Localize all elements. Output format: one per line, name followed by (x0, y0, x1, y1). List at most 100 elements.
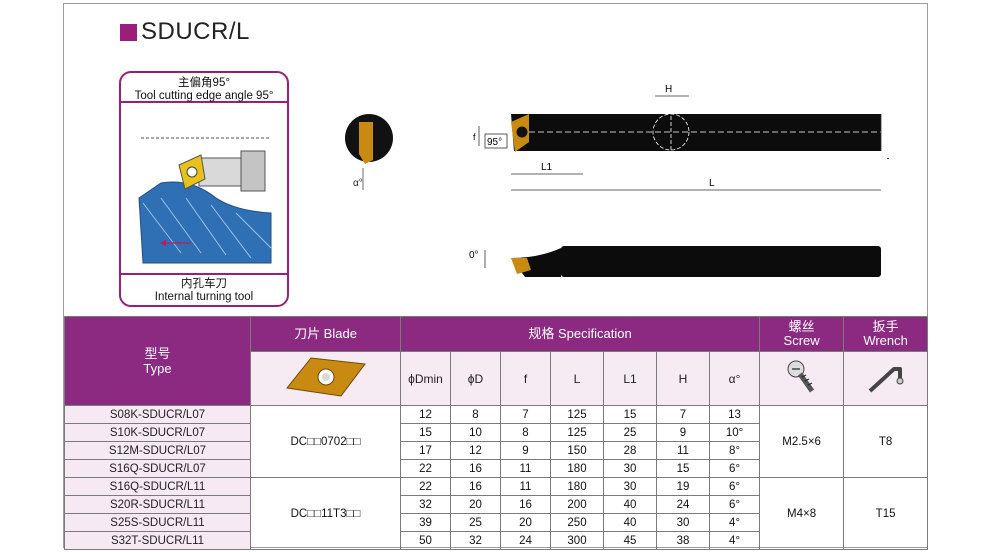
screw-header-en: Screw (783, 333, 820, 348)
f-cell: 11 (500, 477, 551, 496)
l1-cell: 25 (603, 423, 657, 442)
spec-col-dmin: ϕDmin (400, 351, 451, 406)
f-cell: 9 (500, 441, 551, 460)
d-cell: 16 (450, 459, 501, 478)
alpha-cell: 8° (708, 441, 761, 460)
l1-cell: 45 (603, 531, 657, 550)
diamond-insert-icon (285, 357, 366, 397)
tool-type-label-en: Internal turning tool (154, 291, 254, 303)
screw-cell: M2.5×6 (759, 405, 845, 478)
l-cell: 200 (550, 495, 604, 514)
alpha-cell: 4° (708, 513, 761, 532)
screw-icon (787, 360, 814, 393)
table-row: S10K-SDUCR/L07 15 10 8 125 25 9 10° (64, 423, 928, 442)
spec-col-l1: L1 (603, 351, 657, 406)
l1-cell: 15 (603, 405, 657, 424)
d-cell: 20 (450, 495, 501, 514)
blade-insert-image-cell (250, 351, 401, 406)
l-cell: 125 (550, 423, 604, 442)
wrench-image-cell (843, 351, 929, 406)
alpha-cell: 6° (708, 477, 761, 496)
type-header: 型号 Type (64, 316, 251, 406)
type-cell: S10K-SDUCR/L07 (64, 423, 251, 442)
d-cell: 16 (450, 477, 501, 496)
table-row: S08K-SDUCR/L07 DC□□0702□□ 12 8 7 125 15 … (64, 405, 929, 478)
dmin-cell: 39 (400, 513, 451, 532)
specification-table: 型号 Type 刀片 Blade 规格 Specification 螺丝 Scr… (64, 316, 929, 550)
d-cell: 32 (450, 531, 501, 550)
dim-d-label: ϕd (887, 156, 889, 166)
f-cell: 8 (500, 423, 551, 442)
dim-alpha-label: α° (353, 178, 363, 189)
l-cell: 150 (550, 441, 604, 460)
f-cell: 20 (500, 513, 551, 532)
spec-col-f: f (500, 351, 551, 406)
l1-cell: 40 (603, 495, 657, 514)
f-cell: 7 (500, 405, 551, 424)
type-cell: S16Q-SDUCR/L11 (64, 477, 251, 496)
heading-square-marker (120, 23, 137, 41)
type-cell: S12M-SDUCR/L07 (64, 441, 251, 460)
dmin-cell: 22 (400, 477, 451, 496)
table-header-row: 型号 Type 刀片 Blade 规格 Specification 螺丝 Scr… (64, 316, 929, 406)
l1-cell: 30 (603, 477, 657, 496)
h-cell: 24 (656, 495, 710, 514)
dim-angle-95-label: 95° (487, 137, 502, 148)
dim-f-label: f (473, 132, 476, 142)
alpha-cell: 4° (708, 531, 761, 550)
cutting-angle-info-box: 主偏角95° Tool cutting edge angle 95° 内孔车刀 … (119, 71, 289, 307)
l-cell: 180 (550, 477, 604, 496)
l1-cell: 40 (603, 513, 657, 532)
f-cell: 24 (500, 531, 551, 550)
dim-h-label: H (665, 84, 672, 95)
l1-cell: 30 (603, 459, 657, 478)
type-cell: S32T-SDUCR/L11 (64, 531, 251, 550)
h-cell: 11 (656, 441, 710, 460)
spec-col-l: L (550, 351, 604, 406)
catalog-sheet: SDUCR/L 主偏角95° Tool cutting edge angle 9… (63, 3, 929, 550)
spec-col-h: H (656, 351, 710, 406)
l1-cell: 28 (603, 441, 657, 460)
d-cell: 25 (450, 513, 501, 532)
screw-cell: M4×8 (759, 477, 845, 550)
h-cell: 19 (656, 477, 710, 496)
h-cell: 7 (656, 405, 710, 424)
type-cell: S16Q-SDUCR/L07 (64, 459, 251, 478)
cutting-angle-label-en: Tool cutting edge angle 95° (134, 90, 274, 102)
boring-operation-illustration (138, 137, 272, 264)
table-row: S16Q-SDUCR/L11 DC□□11T3□□ 22 16 11 180 3… (64, 477, 929, 550)
h-cell: 38 (656, 531, 710, 550)
wrench-cell: T15 (843, 477, 929, 550)
dmin-cell: 17 (400, 441, 451, 460)
wrench-cell: T8 (843, 405, 929, 478)
type-header-en: Type (143, 361, 172, 376)
alpha-cell: 13 (708, 405, 761, 424)
l-cell: 300 (550, 531, 604, 550)
type-cell: S08K-SDUCR/L07 (64, 405, 251, 424)
alpha-cell: 6° (708, 459, 761, 478)
screw-image-cell (759, 351, 845, 406)
alpha-cell: 10° (708, 423, 761, 442)
dmin-cell: 15 (400, 423, 451, 442)
f-cell: 16 (500, 495, 551, 514)
screw-header: 螺丝 Screw (759, 316, 845, 352)
dmin-cell: 12 (400, 405, 451, 424)
specification-header: 规格 Specification (399, 316, 761, 352)
d-cell: 12 (450, 441, 501, 460)
dim-l-label: L (709, 178, 715, 189)
d-cell: 8 (450, 405, 501, 424)
tool-type-label-cn: 内孔车刀 (181, 278, 227, 290)
h-cell: 15 (656, 459, 710, 478)
l-cell: 125 (550, 405, 604, 424)
d-cell: 10 (450, 423, 501, 442)
h-cell: 9 (656, 423, 710, 442)
table-subheader-row: ϕDmin ϕD f L L1 H α° (65, 351, 929, 406)
page-title: SDUCR/L (141, 18, 250, 45)
blade-cell: DC□□0702□□ (250, 405, 401, 478)
dmin-cell: 22 (400, 459, 451, 478)
tool-technical-drawing: α° H ϕd f 95° L1 L 0° (345, 84, 889, 277)
wrench-header-en: Wrench (863, 333, 908, 348)
spec-col-d: ϕD (450, 351, 501, 406)
type-cell: S25S-SDUCR/L11 (64, 513, 251, 532)
table-row: S12M-SDUCR/L07 17 12 9 150 28 11 8° (64, 441, 928, 460)
